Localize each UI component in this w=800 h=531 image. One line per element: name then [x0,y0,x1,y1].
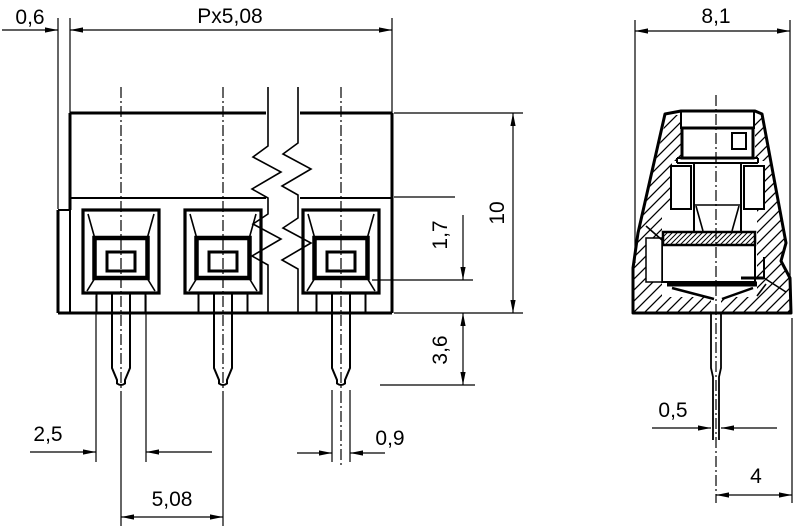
wire-conductor-section [661,230,757,247]
dimension-contact-bottom: 1,7 [372,196,473,281]
dimension-pin-base: 2,5 [30,296,212,462]
dimension-pitch: 5,08 [121,488,223,520]
dim-label-pin-base: 2,5 [33,423,62,446]
break-lines [250,87,313,313]
dimension-height: 10 [394,112,523,314]
dim-label-edge-offset: 0,6 [15,6,44,29]
dim-label-total-pitch: Px5,08 [197,5,262,28]
pole-1 [83,87,159,392]
dimension-pin-thickness: 0,5 [652,399,777,431]
dimension-width: 8,1 [634,5,791,288]
wire-cavity [661,244,756,283]
dimension-pin-length: 3,6 [380,313,475,386]
clamp-mechanism [645,111,787,301]
dim-label-width: 8,1 [701,5,730,28]
dimension-total-pitch: Px5,08 [70,5,393,113]
dim-label-pin-length: 3,6 [429,335,452,364]
side-body-outline [631,109,793,315]
dimension-pin-to-edge: 4 [716,318,793,503]
side-pin [710,313,722,440]
front-body-outline [56,111,394,315]
dim-label-height: 10 [486,201,509,224]
side-view: 8,1 0,5 4 [631,5,793,503]
dimension-edge-offset: 0,6 [2,6,71,209]
front-view: 0,6 Px5,08 10 1,7 [2,5,523,526]
dim-label-pin-thickness: 0,5 [658,399,687,422]
pitch-extension-lines [120,392,224,526]
dimension-pin-width: 0,9 [297,390,405,462]
dim-label-pitch: 5,08 [152,488,193,511]
dim-label-pin-to-edge: 4 [750,465,762,488]
pole-2 [185,87,261,392]
pole-3 [303,87,379,392]
dim-label-pin-width: 0,9 [375,427,404,450]
screw-slot [731,132,747,150]
dim-label-contact-bottom: 1,7 [429,220,452,249]
